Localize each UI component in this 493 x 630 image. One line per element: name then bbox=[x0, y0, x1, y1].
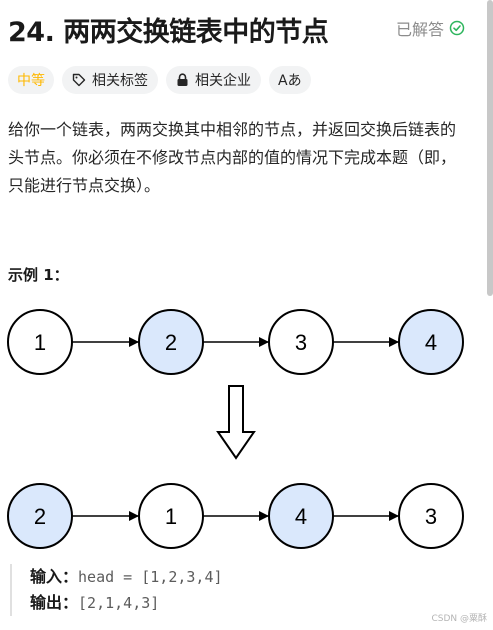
down-arrow-icon bbox=[216, 385, 256, 460]
input-value: head = [1,2,3,4] bbox=[78, 568, 223, 586]
after-node-label-4: 3 bbox=[425, 504, 437, 529]
translate-icon: Aあ bbox=[278, 73, 302, 89]
after-node-label-2: 1 bbox=[165, 504, 177, 529]
tag-bar: 中等 相关标签 相关企业 Aあ bbox=[8, 66, 311, 94]
related-tags-label: 相关标签 bbox=[92, 73, 148, 89]
linked-list-diagram: 1 2 3 4 2 1 4 3 bbox=[7, 309, 464, 549]
scrollbar[interactable] bbox=[487, 0, 493, 296]
lock-icon bbox=[177, 73, 188, 86]
tag-icon bbox=[72, 73, 86, 87]
problem-description: 给你一个链表，两两交换其中相邻的节点，并返回交换后链表的头节点。你必须在不修改节… bbox=[8, 120, 457, 195]
before-node-label-2: 2 bbox=[165, 330, 177, 355]
related-companies-label: 相关企业 bbox=[195, 73, 251, 89]
watermark: CSDN @粟酥 bbox=[431, 614, 487, 624]
after-node-4 bbox=[398, 483, 464, 549]
output-label: 输出： bbox=[30, 593, 79, 612]
input-line: 输入：head = [1,2,3,4] bbox=[30, 564, 223, 590]
after-node-label-3: 4 bbox=[295, 504, 307, 529]
translate-button[interactable]: Aあ bbox=[269, 66, 311, 94]
example-title: 示例 1： bbox=[8, 266, 69, 284]
before-node-label-1: 1 bbox=[34, 330, 46, 355]
difficulty-badge[interactable]: 中等 bbox=[8, 66, 54, 94]
solved-status: 已解答 bbox=[396, 16, 465, 40]
output-value: [2,1,4,3] bbox=[78, 594, 160, 612]
related-companies-button[interactable]: 相关企业 bbox=[166, 66, 261, 94]
before-node-4 bbox=[398, 309, 464, 375]
before-node-label-4: 4 bbox=[425, 330, 437, 355]
solved-label: 已解答 bbox=[395, 20, 444, 39]
list-after: 2 1 4 3 bbox=[7, 483, 464, 549]
after-node-label-1: 2 bbox=[34, 504, 46, 529]
example-io: 输入：head = [1,2,3,4] 输出：[2,1,4,3] bbox=[10, 564, 223, 616]
input-label: 输入： bbox=[30, 567, 79, 586]
list-before: 1 2 3 4 bbox=[7, 309, 464, 375]
before-node-label-3: 3 bbox=[295, 330, 307, 355]
check-circle-icon bbox=[449, 20, 465, 36]
problem-title: 24. 两两交换链表中的节点 bbox=[8, 17, 329, 48]
related-tags-button[interactable]: 相关标签 bbox=[62, 66, 158, 94]
output-line: 输出：[2,1,4,3] bbox=[30, 590, 223, 616]
